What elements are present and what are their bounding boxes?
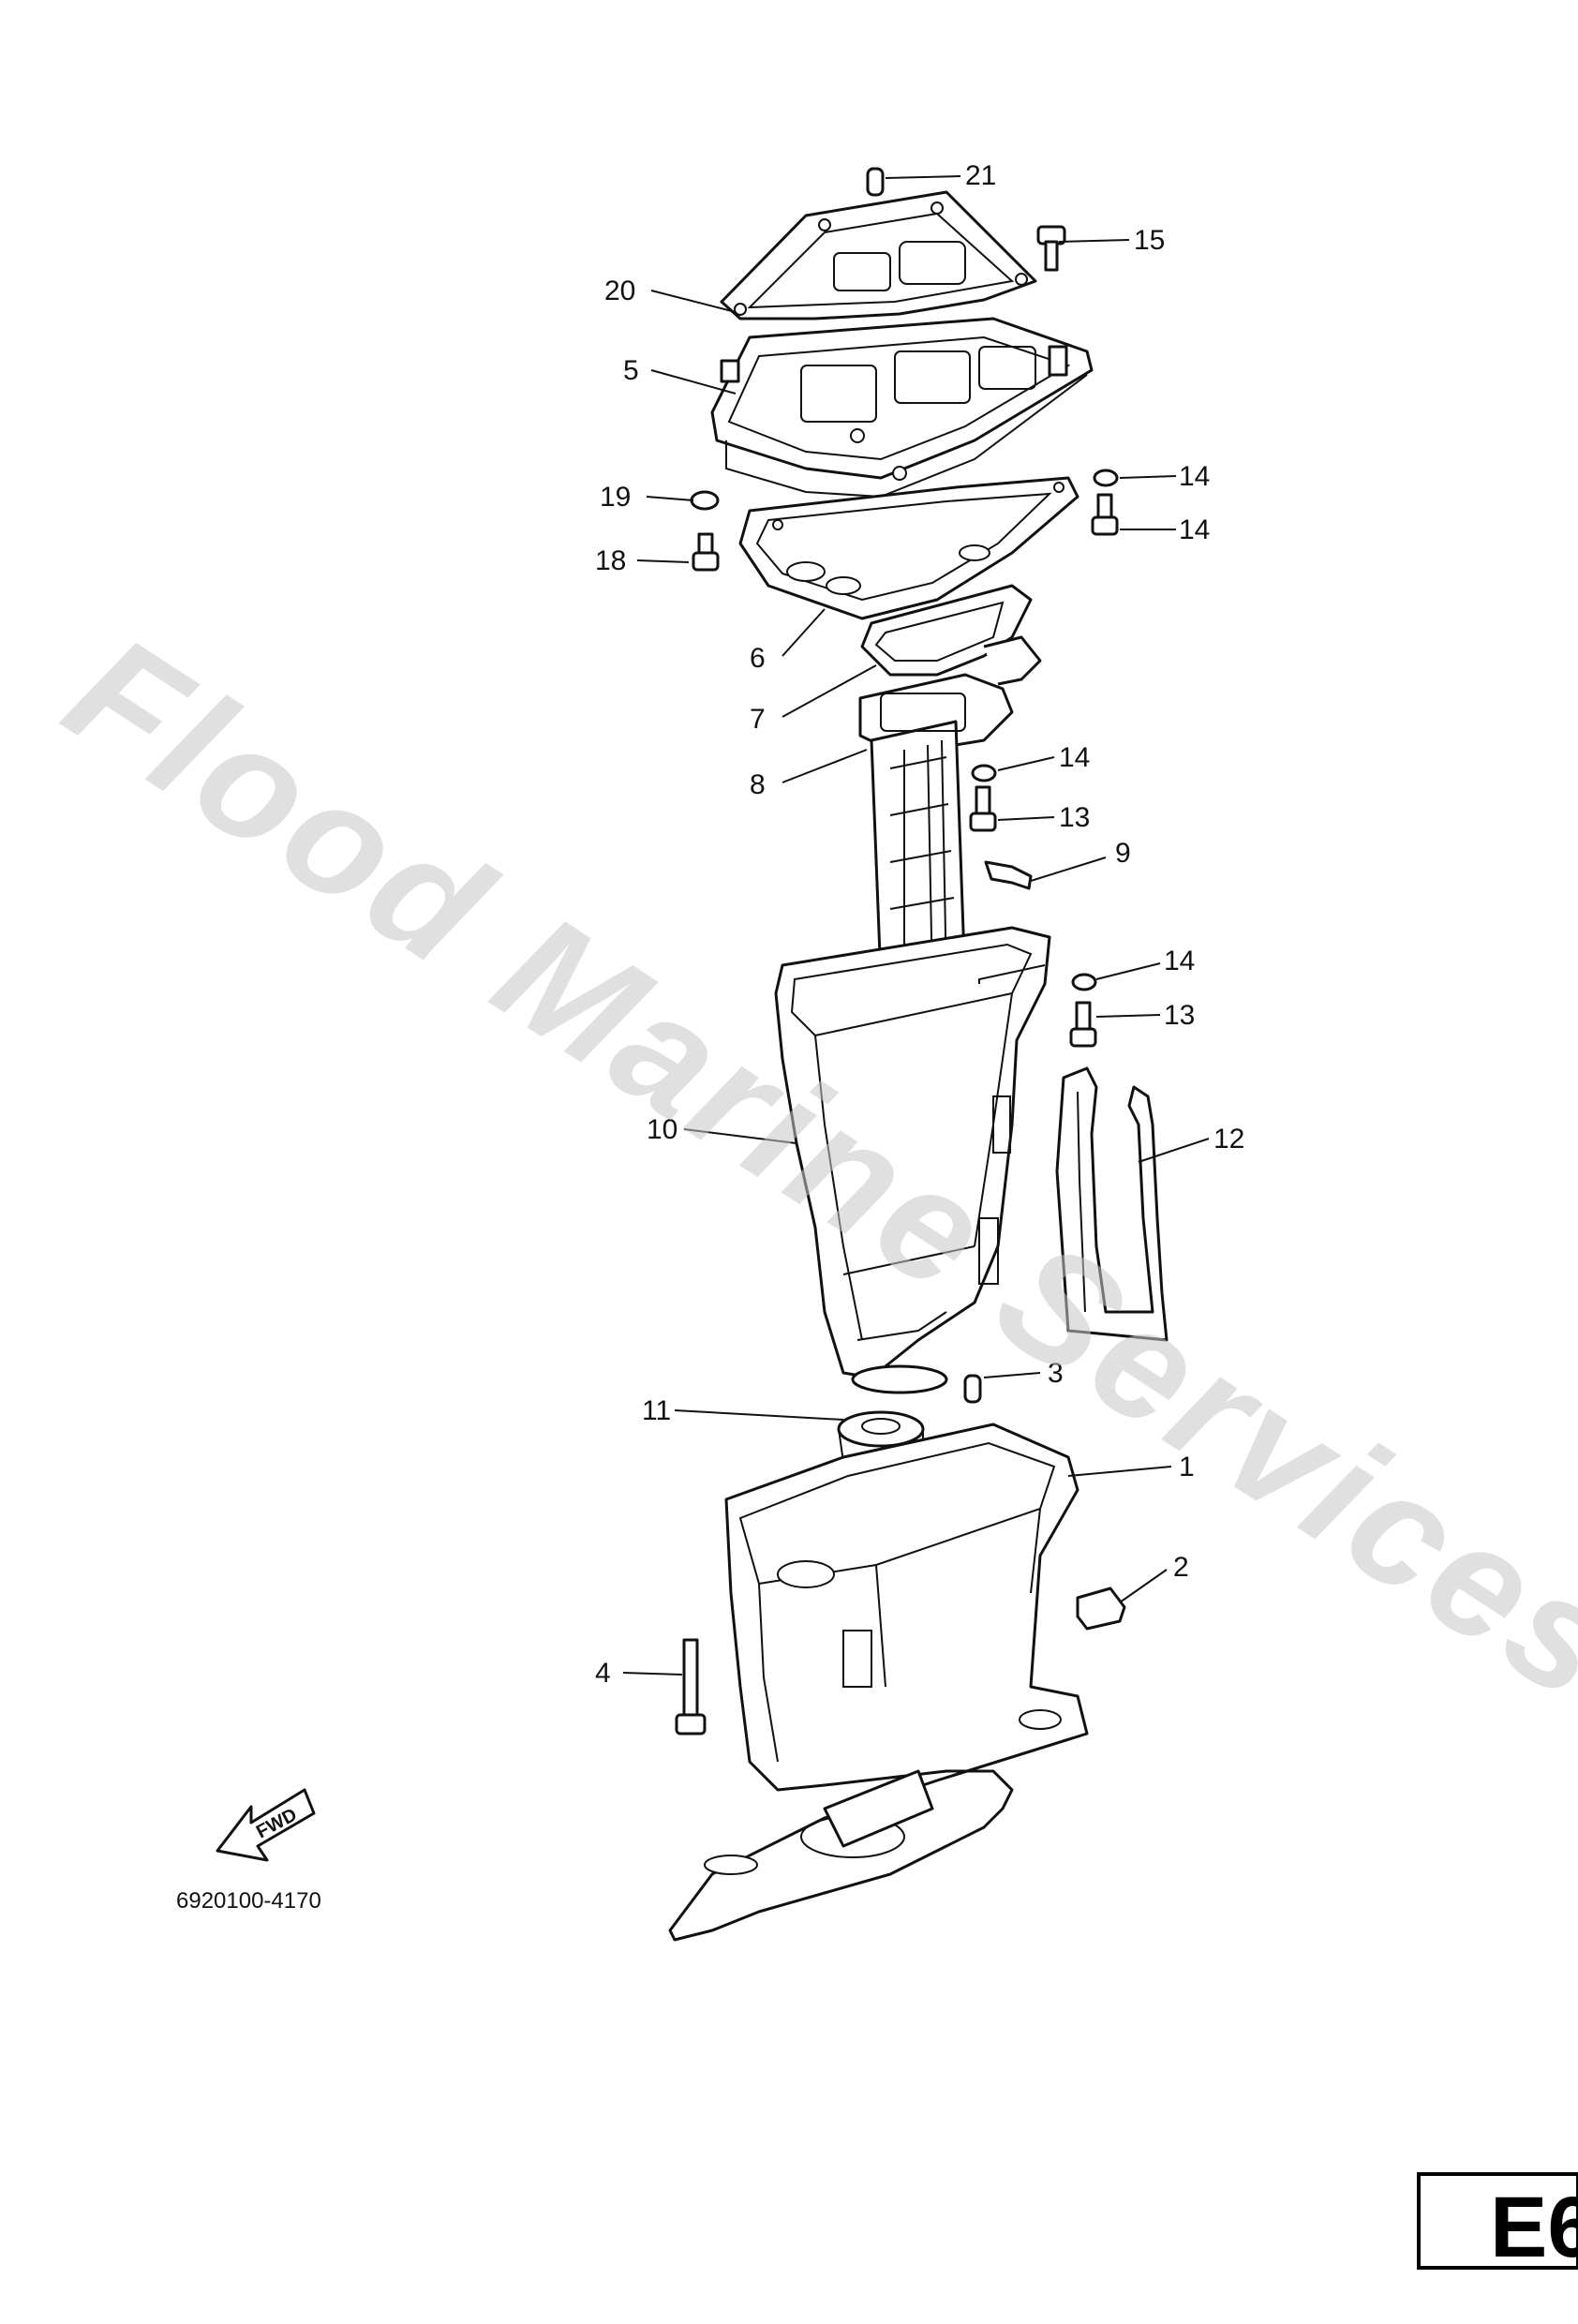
diagram-code: 6920100-4170 <box>176 1888 321 1914</box>
part-16-washer <box>1093 469 1119 487</box>
part-10-oil-pan <box>774 926 1051 1394</box>
callout-1: 1 <box>1179 1452 1195 1482</box>
part-20-gasket <box>720 190 1037 320</box>
part-18-bolt <box>692 532 720 572</box>
part-17-bolt <box>1036 225 1066 272</box>
callout-18: 18 <box>595 545 626 576</box>
callout-7: 7 <box>750 704 766 735</box>
callout-labels: 21 15 20 5 19 18 14 14 6 7 8 14 13 9 14 … <box>595 160 1244 1689</box>
part-6-gasket <box>738 476 1079 620</box>
part-7-exhaust-gasket <box>860 584 1042 686</box>
callout-2: 2 <box>1173 1552 1189 1583</box>
callout-5: 5 <box>623 355 639 386</box>
leader-lines <box>622 175 1210 1676</box>
callout-20: 20 <box>604 276 635 306</box>
callout-14-lower: 14 <box>1164 946 1195 976</box>
callout-11: 11 <box>642 1395 671 1426</box>
page-code: E6 <box>1490 2180 1578 2275</box>
part-4-long-bolt <box>675 1638 707 1736</box>
callout-6: 6 <box>750 643 766 674</box>
callout-16: 14 <box>1179 461 1210 492</box>
part-1-drive-shaft-housing <box>668 1423 1089 1942</box>
part-14-lower-washer <box>1071 973 1097 991</box>
part-3-dowel-pin <box>963 1374 982 1404</box>
callout-19: 19 <box>600 482 631 513</box>
callout-3: 3 <box>1048 1358 1064 1389</box>
callout-13-lower: 13 <box>1164 1000 1195 1031</box>
callout-10: 10 <box>647 1114 677 1145</box>
callout-21: 21 <box>965 160 996 191</box>
part-9-clip <box>984 860 1033 890</box>
callout-15: 14 <box>1179 514 1210 545</box>
part-2-grommet <box>1076 1587 1126 1631</box>
page-code-box: E6 <box>1417 2172 1578 2275</box>
part-13-upper-bolt <box>969 785 997 832</box>
part-5-mount-plate <box>710 317 1094 499</box>
part-12-seal <box>1055 1066 1169 1342</box>
callout-9: 9 <box>1115 838 1131 869</box>
callout-12: 12 <box>1213 1124 1244 1155</box>
part-13-lower-bolt <box>1069 1001 1097 1048</box>
callout-14-upper: 14 <box>1059 742 1090 773</box>
fwd-arrow-icon: FWD <box>216 1788 316 1862</box>
part-14-upper-washer <box>971 764 997 782</box>
callout-17: 15 <box>1134 225 1165 256</box>
part-19-washer <box>690 490 720 511</box>
callout-4: 4 <box>595 1658 611 1689</box>
callout-13-upper: 13 <box>1059 802 1090 833</box>
part-21-dowel-pin <box>866 167 885 197</box>
part-15-bolt <box>1091 493 1119 536</box>
callout-8: 8 <box>750 769 766 800</box>
